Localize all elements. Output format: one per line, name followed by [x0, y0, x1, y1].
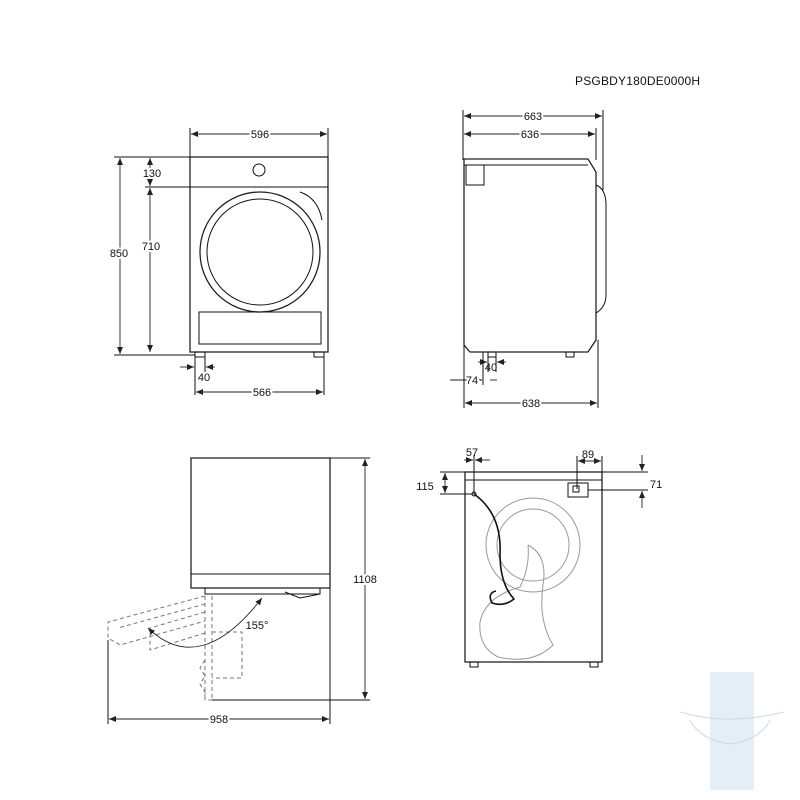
angle-arc — [147, 597, 263, 648]
rear-cabinet — [464, 471, 603, 663]
side-foot-front — [487, 351, 497, 358]
dim-596-label: 596 — [251, 129, 269, 141]
front-door-outer — [199, 191, 321, 313]
side-top-vent — [465, 164, 485, 186]
dim-710-label: 710 — [142, 241, 160, 253]
rear-foot-right — [589, 661, 599, 668]
drain-hose — [473, 493, 516, 606]
dim-636-label: 636 — [521, 129, 539, 141]
rear-view: 57 89 115 71 — [416, 447, 662, 668]
open-door-dashed-outline — [107, 595, 206, 646]
filter-hatch — [198, 311, 322, 345]
front-view: 596 850 130 710 40 566 — [108, 127, 329, 401]
model-code: PSGBDY180DE0000H — [575, 74, 701, 88]
dim-71-label: 71 — [650, 479, 662, 491]
dim-40-side-label: 40 — [485, 362, 497, 374]
dim-74-label: 74 — [466, 375, 478, 387]
dim-89-label: 89 — [582, 449, 594, 461]
rear-foot-left — [469, 661, 479, 668]
rear-condenser-shape — [479, 544, 554, 660]
rear-outlet — [567, 482, 589, 498]
dim-57-label: 57 — [466, 447, 478, 459]
open-door-view: 155° 1108 958 — [107, 457, 379, 728]
dim-663-label: 663 — [524, 111, 542, 123]
dim-1108-label: 1108 — [353, 574, 377, 586]
program-knob — [252, 163, 266, 177]
watermark-logo — [679, 672, 785, 790]
side-cabinet — [463, 158, 597, 353]
drum-shadow-inner — [496, 508, 570, 582]
side-view: 663 636 40 74 638 — [450, 109, 607, 412]
side-foot-back — [565, 351, 575, 358]
dim-638-label: 638 — [522, 398, 540, 410]
front-foot-right — [313, 351, 325, 358]
angle-label: 155° — [246, 620, 269, 632]
door-handle — [299, 191, 323, 221]
top-view-door-strip — [204, 588, 321, 595]
front-door-inner — [206, 198, 314, 306]
side-door-bulge — [595, 184, 607, 314]
dim-958-label: 958 — [210, 714, 228, 726]
dim-115-label: 115 — [416, 481, 434, 493]
front-cabinet — [189, 156, 329, 353]
dim-40-front-label: 40 — [198, 372, 210, 384]
front-foot-left — [194, 351, 206, 358]
dim-850-label: 850 — [110, 248, 128, 260]
dim-566-label: 566 — [253, 387, 271, 399]
dim-130-label: 130 — [143, 168, 161, 180]
drum-shadow-outer — [485, 497, 581, 593]
top-view-cabinet — [190, 457, 331, 589]
